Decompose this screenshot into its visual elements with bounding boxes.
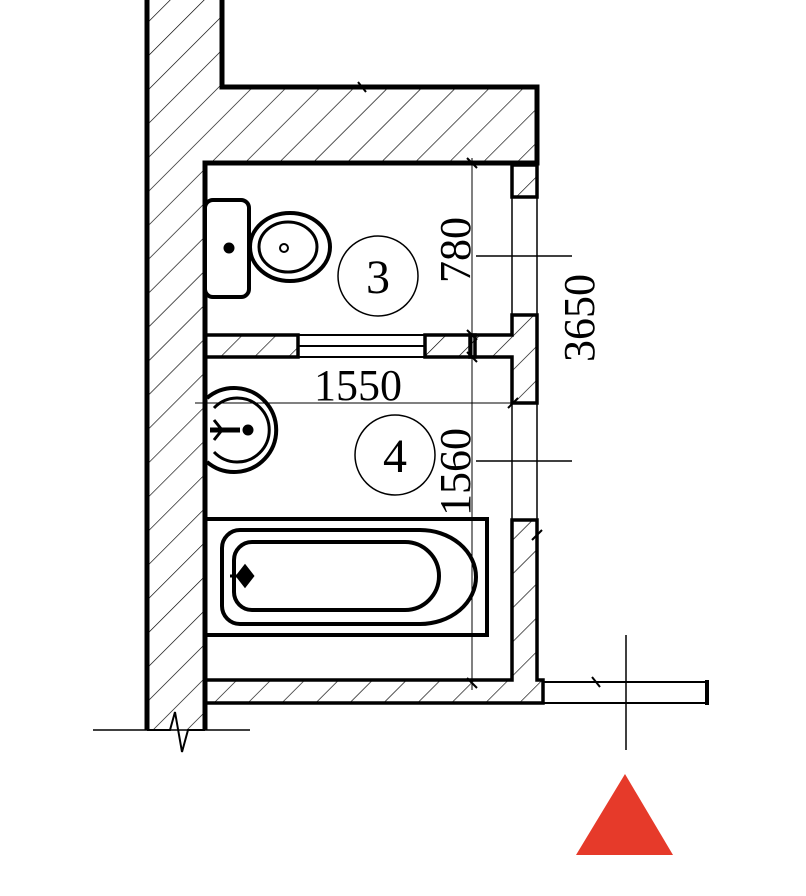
bathtub-icon [203, 517, 489, 637]
dimension-1550: 1550 [314, 361, 402, 410]
toilet-icon [203, 198, 332, 299]
dimension-lines [93, 81, 627, 753]
dimension-3650: 3650 [555, 274, 604, 362]
room-number-3: 3 [366, 251, 390, 304]
room-tag-4: 4 [354, 414, 436, 496]
room-tag-3: 3 [337, 235, 419, 317]
washbasin-icon [205, 386, 279, 474]
section-marker-triangle [576, 774, 673, 855]
dimension-1560: 1560 [431, 428, 480, 516]
right-wall [203, 163, 709, 705]
partition-wall [203, 333, 477, 359]
dimension-780: 780 [431, 217, 480, 283]
room-number-4: 4 [383, 430, 407, 483]
